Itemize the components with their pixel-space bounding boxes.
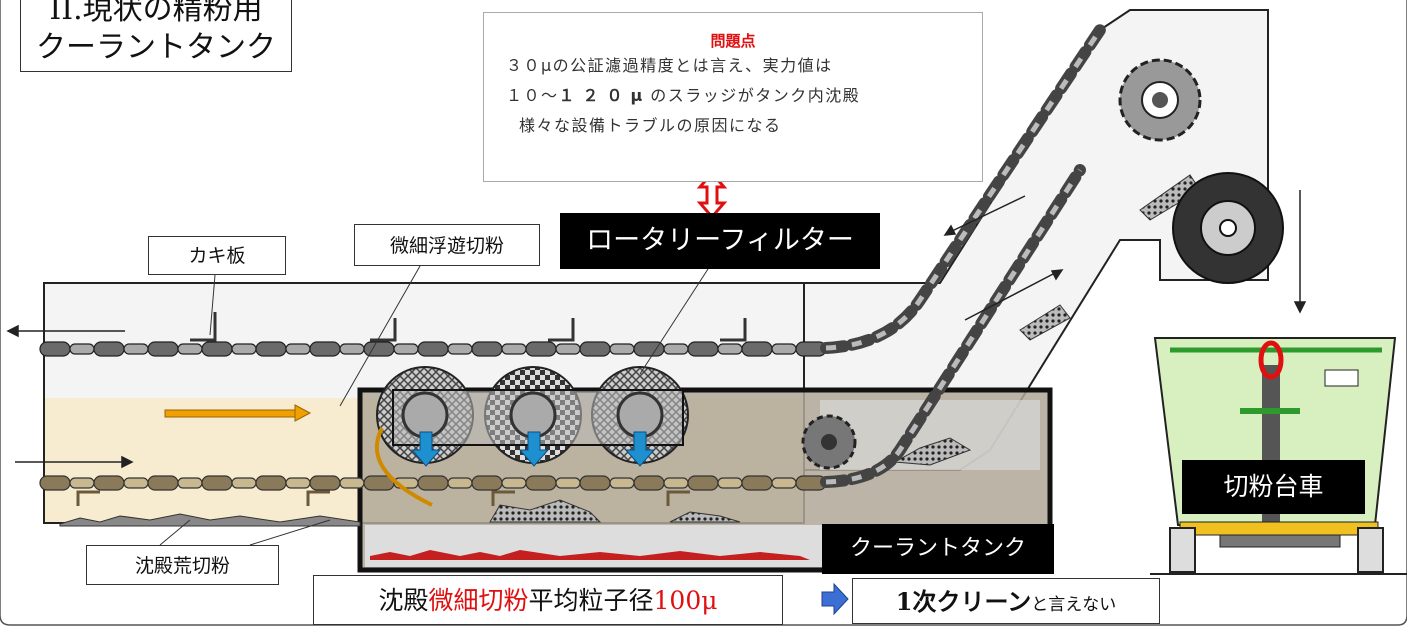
title-line1: II.現状の精粉用	[49, 0, 263, 27]
conclusion-note: 1次クリーンと言えない	[852, 578, 1160, 624]
upper-chain	[39, 341, 827, 357]
fine-floating-chips-label: 微細浮遊切粉	[354, 224, 540, 266]
result-arrow	[821, 582, 849, 616]
problem-heading: 問題点	[710, 32, 756, 50]
scraper-plates	[190, 312, 747, 342]
problem-line-2: １０～１２０μのスラッジがタンク内沈殿	[506, 86, 861, 105]
title-line2: クーラントタンク	[36, 30, 276, 65]
slide-title: II.現状の精粉用 クーラントタンク	[20, 0, 292, 72]
chip-cart-label: 切粉台車	[1182, 460, 1365, 514]
problem-callout: 問題点 ３０μの公証濾過精度とは言え、実力値は １０～１２０μのスラッジがタンク…	[483, 12, 983, 182]
problem-line-3: 様々な設備トラブルの原因になる	[519, 116, 782, 135]
lower-chain	[39, 475, 827, 491]
settled-sludge	[59, 174, 1201, 527]
flow-arrows	[6, 190, 1307, 469]
sediment-particle-note: 沈殿微細切粉平均粒子径100μ	[313, 575, 783, 625]
head-sprocket	[1118, 58, 1202, 142]
chip-cart	[1150, 337, 1407, 575]
settled-coarse-chips-label: 沈殿荒切粉	[86, 545, 279, 585]
rotary-filter-label: ロータリーフィルター	[560, 213, 880, 269]
scraper-label: カキ板	[148, 236, 286, 275]
chip-flow-arrow	[164, 404, 433, 507]
tail-sprocket	[801, 414, 857, 470]
problem-line-1: ３０μの公証濾過精度とは言え、実力値は	[506, 56, 833, 75]
filtration-arrows	[410, 431, 656, 467]
drive-wheel	[1172, 172, 1284, 284]
coolant-tank-label: クーラントタンク	[822, 524, 1054, 574]
